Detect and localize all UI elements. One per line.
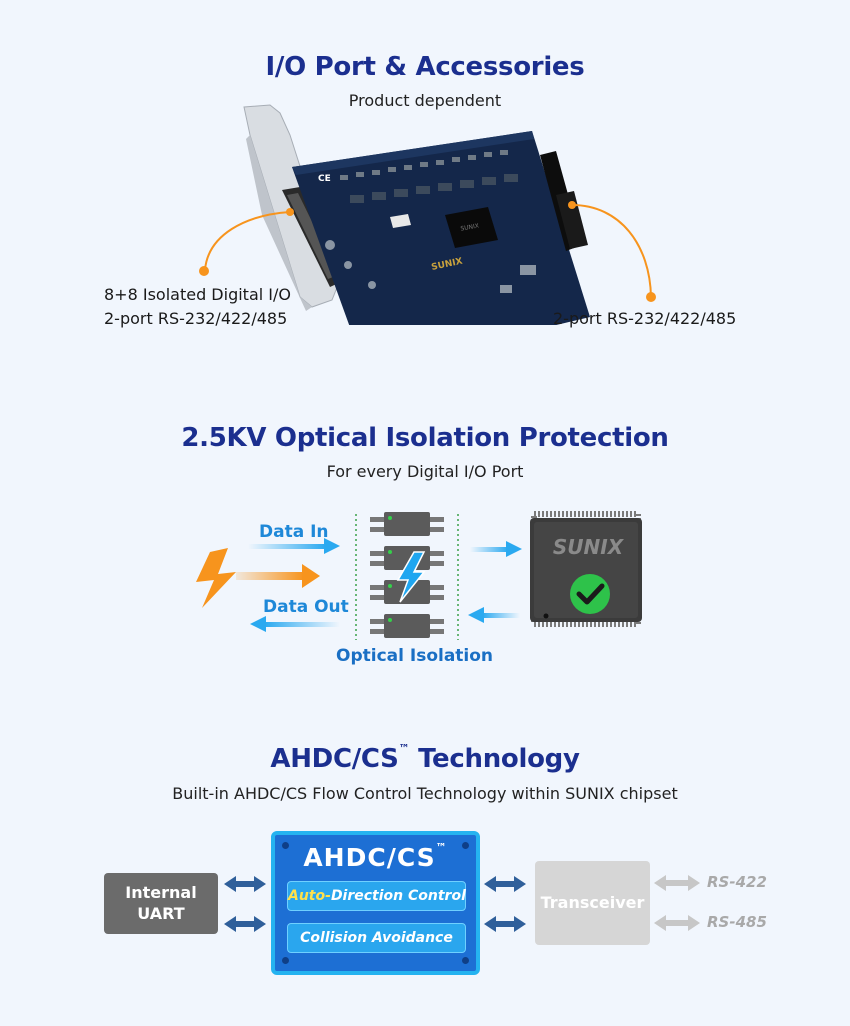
collision-avoidance-pill: Collision Avoidance <box>287 923 466 953</box>
right-port-label: 2-port RS-232/422/485 <box>553 309 737 328</box>
optical-isolation-label: Optical Isolation <box>336 646 494 666</box>
rs422-arrow-icon <box>654 875 700 891</box>
section2-title: 2.5KV Optical Isolation Protection <box>181 423 669 453</box>
flow-arrows <box>224 875 700 932</box>
section1-subtitle: Product dependent <box>348 91 502 110</box>
data-in-arrow-icon <box>324 538 340 554</box>
auto-direction-control-pill: Auto-Direction Control <box>287 881 466 911</box>
left-port-label-1: 8+8 Isolated Digital I/O <box>104 285 291 304</box>
isolation-bolt-icon <box>396 551 426 603</box>
board-chip-text: SUNIX <box>460 222 480 232</box>
ahdc-box-title: AHDC/CS™ <box>303 841 448 872</box>
uart-arrow-bottom-icon <box>224 916 266 932</box>
optical-isolation-diagram: SUNIX <box>196 511 642 640</box>
section2-subtitle: For every Digital I/O Port <box>326 462 524 481</box>
data-out-arrow-icon <box>250 616 266 632</box>
data-in-label: Data In <box>259 522 329 542</box>
lightning-icon <box>196 548 236 608</box>
uart-label-1: Internal <box>125 883 197 902</box>
section1-title: I/O Port & Accessories <box>265 52 585 82</box>
uart-arrow-top-icon <box>224 876 266 892</box>
transceiver-box: Transceiver <box>535 861 650 945</box>
check-icon <box>570 574 610 614</box>
to-chip-arrow-icon <box>506 541 522 557</box>
left-port-label-2: 2-port RS-232/422/485 <box>104 309 288 328</box>
rs485-label: RS-485 <box>707 913 767 931</box>
rs485-arrow-icon <box>654 915 700 931</box>
ahdc-cs-box: AHDC/CS™ Auto-Direction Control Collisio… <box>271 831 480 975</box>
section3-subtitle: Built-in AHDC/CS Flow Control Technology… <box>172 784 678 803</box>
trans-arrow-top-icon <box>484 876 526 892</box>
surge-arrow-icon <box>302 564 320 588</box>
pcie-card-illustration: SUNIX SUNIX CE <box>199 104 656 325</box>
section3-title: AHDC/CS™ Technology <box>270 742 580 774</box>
internal-uart-box: Internal UART <box>104 873 218 934</box>
trans-arrow-bottom-icon <box>484 916 526 932</box>
rs422-label: RS-422 <box>707 873 767 891</box>
chip-brand: SUNIX <box>553 535 625 559</box>
data-out-label: Data Out <box>263 597 349 617</box>
ce-mark: CE <box>318 174 331 184</box>
from-chip-arrow-icon <box>468 607 484 623</box>
uart-label-2: UART <box>137 904 185 923</box>
